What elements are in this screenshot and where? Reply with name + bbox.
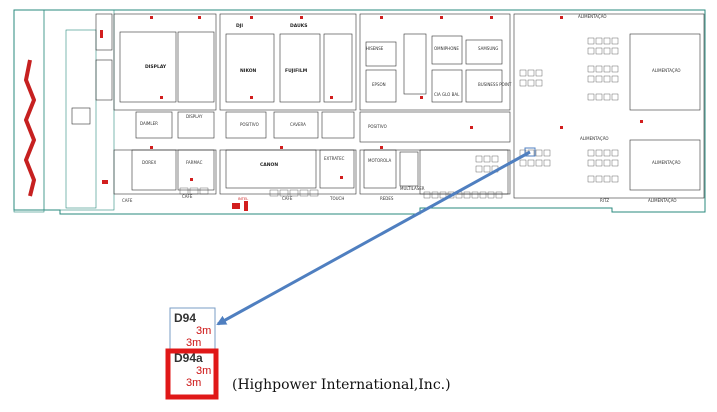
booth-size: 3m	[196, 325, 211, 337]
booth-detail: D94 3m 3m D94a 3m 3m	[165, 307, 219, 400]
booth-label: DISPLAY	[186, 114, 203, 119]
booth-label: BUSINESS POINT	[478, 82, 512, 87]
booth-label: NIKON	[240, 68, 257, 74]
booth-label: DJI	[236, 23, 243, 29]
booth-label: RITZ	[600, 198, 609, 203]
booth-label: ALIMENTAÇÃO	[652, 68, 681, 73]
booth-size: 3m	[186, 377, 201, 389]
booth-label: DAIMLER	[140, 121, 158, 126]
booth-label: ALIMENTAÇÃO	[648, 198, 677, 203]
booth-code: D94a	[174, 351, 203, 365]
booth-label: TOUCH	[329, 196, 344, 201]
booth-label: POSITIVO	[240, 122, 259, 127]
booth-label: CAFE	[282, 196, 293, 201]
booth-label: ALIMENTAÇÃO	[578, 14, 607, 19]
booth-size: 3m	[186, 337, 201, 349]
booth-label: FUJIFILM	[285, 68, 308, 74]
booth-code: D94	[174, 311, 196, 325]
target-booth-marker	[524, 147, 536, 157]
booth-label: MULTILASER	[400, 186, 425, 191]
booth-label: OMNIPHONE	[434, 46, 459, 51]
booth-grid	[179, 37, 619, 199]
booth-label: EXTRATEC	[324, 156, 345, 161]
booth-label: ALIMENTAÇÃO	[652, 160, 681, 165]
booth-label: FARMAC	[186, 160, 203, 165]
booth-label: CIA GLO BAL	[434, 92, 460, 97]
booth-markers	[100, 16, 643, 211]
pointer-arrow	[216, 150, 531, 326]
booth-label: MOTOROLA	[368, 158, 391, 163]
booth-label: EPSON	[372, 82, 386, 87]
booth-label: DAUKS	[290, 23, 307, 29]
booth-label: DISPLAY	[145, 64, 167, 70]
booth-d94a-highlight	[165, 348, 219, 400]
booth-label: REDES	[380, 196, 394, 201]
booth-size: 3m	[196, 365, 211, 377]
booth-label: CAFE	[182, 194, 193, 199]
booth-label: CAFE	[122, 198, 133, 203]
company-name: (Highpower International,Inc.)	[232, 377, 451, 393]
booth-label: INTEL	[238, 197, 248, 201]
hall-floor-plan	[13, 9, 706, 215]
booth-label: SAMSUNG	[478, 46, 498, 51]
booth-label: POSITIVO	[368, 124, 387, 129]
booth-label: CAVERA	[290, 122, 306, 127]
booth-label: ALIMENTAÇÃO	[580, 136, 609, 141]
booth-labels: DISPLAY NIKON FUJIFILM DAIMLER CANON POS…	[122, 14, 681, 203]
booth-label: HISENSE	[366, 46, 384, 51]
booth-label: DOREX	[142, 160, 157, 165]
booth-label: CANON	[260, 162, 278, 168]
